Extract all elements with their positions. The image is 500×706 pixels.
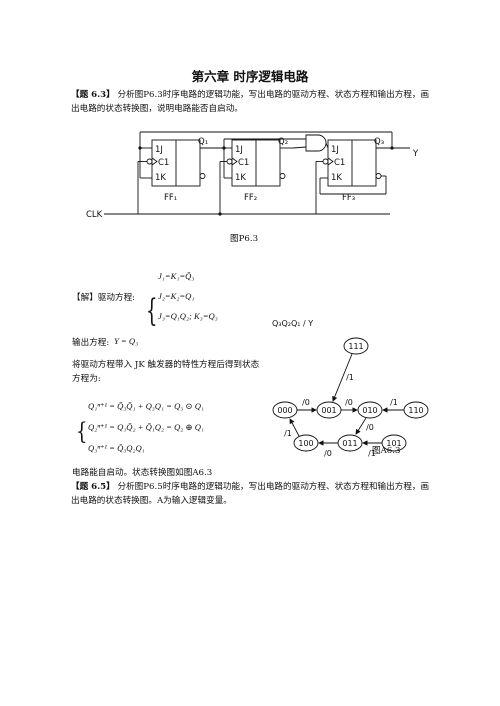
q3-label: Q₃	[374, 137, 384, 147]
figure-p63-caption: 图P6.3	[230, 234, 259, 244]
solution-label: 【解】驱动方程:	[72, 293, 136, 303]
problem-tag: 【题 6.3】	[71, 90, 115, 100]
state-label-111: 111	[348, 342, 363, 351]
state-brace: {	[76, 418, 88, 446]
problem-tag: 【题 6.5】	[71, 482, 115, 492]
q1-label: Q₁	[198, 137, 208, 147]
state-equations: Q₁ⁿ⁺¹ = Q̄₃Q̄₁ + Q₃Q₁ = Q₃ ⊙ Q₁ Q₂ⁿ⁺¹ = …	[88, 396, 204, 459]
state-label-010: 010	[362, 406, 377, 415]
transition-label-011-100: /0	[324, 449, 332, 458]
problem-text: 分析图P6.3时序电路的逻辑功能，写出电路的驱动方程、状态方程和输出方程，画出电…	[71, 90, 430, 114]
state-010	[357, 401, 383, 419]
ff3-label: FF₃	[342, 193, 355, 203]
clk-label: CLK	[86, 210, 103, 220]
state-label-110: 110	[408, 406, 423, 415]
state-eq-2: Q₂ⁿ⁺¹ = Q₁Q̄₂ + Q̄₁Q₂ = Q₂ ⊕ Q₁	[88, 422, 204, 432]
transition-label-000-001: /0	[302, 398, 310, 407]
ff2-j: 1J	[235, 145, 243, 155]
state-label-000: 000	[277, 406, 292, 415]
and-gate	[305, 134, 327, 152]
chapter-title: 第六章 时序逻辑电路	[191, 69, 309, 84]
figure-a63-caption: 图A6.3	[372, 446, 401, 456]
transition-label-101-011: /1	[368, 449, 376, 458]
state-label-001: 001	[321, 406, 336, 415]
ff3-k: 1K	[331, 173, 342, 183]
ff2-label: FF₂	[244, 193, 257, 203]
transition-label-111-001: /1	[346, 373, 354, 382]
problem-6-3: 【题 6.3】 分析图P6.3时序电路的逻辑功能，写出电路的驱动方程、状态方程和…	[71, 88, 436, 116]
substitute-text: 将驱动方程带入 JK 触发器的特性方程后得到状态方程为:	[72, 360, 260, 384]
ff1-label: FF₁	[164, 193, 177, 203]
problem-text: 分析图P6.5时序电路的逻辑功能，写出电路的驱动方程、状态方程和输出方程，画出电…	[71, 482, 430, 506]
output-y-label: Y	[412, 149, 419, 159]
output-equation: Y = Q₃	[114, 336, 139, 346]
ff2-k: 1K	[235, 173, 246, 183]
ff3-c: C1	[334, 158, 345, 168]
drive-brace: {	[146, 293, 158, 330]
state-diagram: Q₃Q₂Q₁ / Y 111 000 001 010 110 100 011 1…	[272, 319, 429, 458]
drive-eq-3: J₃=Q₁Q₂; K₃=Q₃	[158, 311, 218, 321]
state-eq-3: Q₃ⁿ⁺¹ = Q̄₃Q₂Q₁	[88, 443, 145, 453]
circuit-diagram: 1J C1 1K 1J C1 1K 1J C1 1K Q₁ Q₂ Q₃ Y FF…	[86, 131, 419, 220]
state-label-101: 101	[386, 439, 401, 448]
conclusion: 电路能自启动。状态转换图如图A6.3	[72, 468, 213, 478]
q2-label: Q₂	[278, 137, 288, 147]
transition-label-010-011: /0	[366, 423, 374, 432]
state-100	[293, 434, 319, 452]
ff1-j: 1J	[155, 145, 163, 155]
drive-equations: J₁=K₁=Q̄₃ J₂=K₂=Q₁ J₃=Q₁Q₂; K₃=Q₃	[158, 266, 218, 326]
state-diagram-header: Q₃Q₂Q₁ / Y	[272, 319, 313, 328]
problem-6-5: 【题 6.5】 分析图P6.5时序电路的逻辑功能，写出电路的驱动方程、状态方程和…	[71, 480, 436, 508]
ff2-c: C1	[238, 158, 249, 168]
output-label: 输出方程:	[72, 338, 110, 348]
transition-label-110-010: /1	[390, 398, 398, 407]
state-111	[343, 337, 369, 355]
ff1-k: 1K	[155, 173, 166, 183]
transition-label-001-010: /0	[345, 398, 353, 407]
ff3-j: 1J	[331, 145, 339, 155]
state-label-100: 100	[298, 439, 313, 448]
drive-eq-2: J₂=K₂=Q₁	[158, 291, 195, 301]
ff1-c: C1	[158, 158, 169, 168]
drive-eq-1: J₁=K₁=Q̄₃	[158, 271, 195, 281]
state-eq-1: Q₁ⁿ⁺¹ = Q̄₃Q̄₁ + Q₃Q₁ = Q₃ ⊙ Q₁	[88, 401, 204, 411]
transition-label-100-000: /1	[284, 429, 292, 438]
state-label-011: 011	[342, 439, 357, 448]
